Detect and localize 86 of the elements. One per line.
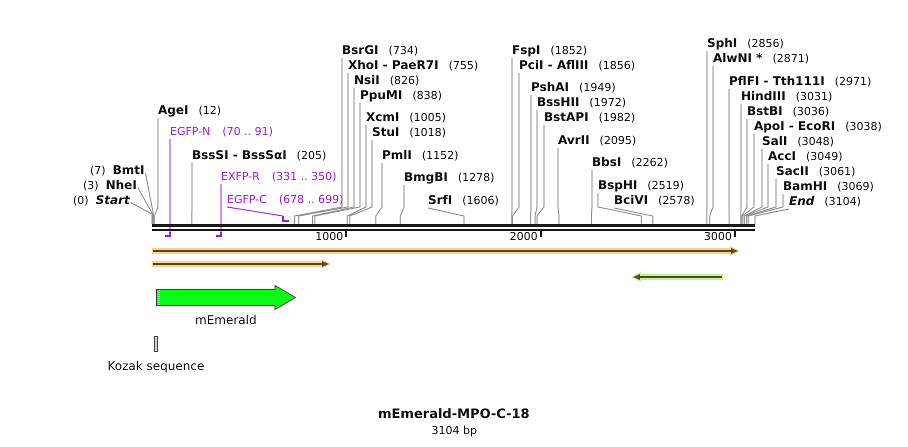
feature-label: Kozak sequence xyxy=(108,359,204,373)
restriction-site-label: XcmI (1005) xyxy=(366,110,446,125)
restriction-site-label: BamHI (3069) xyxy=(783,179,874,194)
restriction-site-label: PciI - AflIII (1856) xyxy=(519,58,635,73)
restriction-site-label: SacII (3061) xyxy=(776,164,856,179)
restriction-site-label: BmgBI (1278) xyxy=(404,170,494,185)
leader-line xyxy=(346,124,366,224)
leader-line xyxy=(558,148,560,224)
leader-line xyxy=(130,202,152,224)
leader-line xyxy=(154,118,158,224)
restriction-site-label: AlwNI * (2871) xyxy=(713,51,810,66)
restriction-site-label: (7) BmtI xyxy=(90,163,144,178)
restriction-site-label: ApoI - EcoRI (3038) xyxy=(754,119,882,134)
leader-line xyxy=(742,134,754,224)
restriction-site-label: NsiI (826) xyxy=(354,73,420,88)
leader-line xyxy=(349,140,372,224)
leader-line xyxy=(744,164,768,224)
restriction-site-label: AgeI (12) xyxy=(158,103,222,118)
leader-line xyxy=(709,66,714,224)
restriction-site-label: BstAPI (1982) xyxy=(544,110,636,125)
restriction-site-label: AvrII (2095) xyxy=(558,133,636,148)
leader-line xyxy=(220,184,222,232)
leader-line xyxy=(530,94,532,224)
leader-line xyxy=(314,102,360,224)
leader-line xyxy=(375,162,382,224)
leader-line xyxy=(312,88,354,224)
sequence-backbone xyxy=(152,224,755,231)
sequence-length: 3104 bp xyxy=(432,424,477,437)
restriction-site-label: BsrGI (734) xyxy=(342,43,418,58)
orf-indicator xyxy=(152,246,740,256)
leader-line xyxy=(614,208,654,224)
leader-line xyxy=(298,72,348,224)
restriction-site-label: BciVI (2578) xyxy=(614,193,695,208)
restriction-site-label: PmlI (1152) xyxy=(382,148,458,163)
leader-line xyxy=(512,72,520,224)
primer-label: EGFP-N (70 .. 91) xyxy=(170,125,273,139)
leader-line xyxy=(740,104,742,224)
leader-line xyxy=(748,194,784,224)
restriction-site-label: BssSI - BssSαI (205) xyxy=(192,148,326,163)
restriction-site-label: BbsI (2262) xyxy=(592,155,668,170)
leader-line xyxy=(144,172,154,224)
restriction-site-label: PflFI - Tth111I (2971) xyxy=(729,74,872,89)
leader-line xyxy=(428,208,464,224)
leader-line xyxy=(590,170,592,224)
primer-mark-icon xyxy=(282,216,289,222)
restriction-site-label: AccI (3049) xyxy=(768,149,843,164)
leader-line xyxy=(226,206,284,216)
primer-mark-icon xyxy=(165,232,171,237)
restriction-site-label: BspHI (2519) xyxy=(598,178,684,193)
restriction-site-label: StuI (1018) xyxy=(372,125,446,140)
leader-line xyxy=(536,124,544,224)
restriction-site-label: SalI (3048) xyxy=(762,134,834,149)
restriction-site-label: FspI (1852) xyxy=(512,43,587,58)
leader-line xyxy=(754,208,790,224)
orf-indicator xyxy=(631,272,723,282)
leader-line xyxy=(728,88,730,224)
restriction-site-label: HindIII (3031) xyxy=(741,89,832,104)
restriction-site-label: BstBI (3036) xyxy=(747,104,830,119)
restriction-site-label: PshAI (1949) xyxy=(531,80,616,95)
feature-label: mEmerald xyxy=(195,313,257,327)
leader-line xyxy=(744,148,762,224)
scale-label: 2000 xyxy=(510,230,538,243)
leader-line xyxy=(191,162,192,224)
primer-label: EGFP-C (678 .. 699) xyxy=(227,193,344,207)
sequence-end-label: (0) Start xyxy=(73,193,130,208)
restriction-site-label: SrfI (1606) xyxy=(428,193,499,208)
leader-line xyxy=(706,50,708,224)
map-title: mEmerald-MPO-C-18 xyxy=(378,407,530,423)
restriction-site-label: XhoI - PaeR7I (755) xyxy=(348,58,478,73)
leader-line xyxy=(511,58,512,224)
restriction-site-label: SphI (2856) xyxy=(707,36,784,51)
restriction-site-label: BssHII (1972) xyxy=(537,95,626,110)
scale-label: 3000 xyxy=(704,230,732,243)
leader-line xyxy=(137,187,154,224)
restriction-site-label: (3) NheI xyxy=(83,178,137,193)
leader-line xyxy=(294,58,342,224)
scale-label: 1000 xyxy=(315,230,344,243)
primer-mark-icon xyxy=(216,232,222,237)
leader-line xyxy=(400,184,404,224)
sequence-end-label: End (3104) xyxy=(789,194,861,209)
leader-line xyxy=(598,192,642,224)
leader-line xyxy=(534,110,538,224)
restriction-site-label: PpuMI (838) xyxy=(360,88,442,103)
orf-indicator xyxy=(152,259,331,269)
primer-label: EXFP-R (331 .. 350) xyxy=(221,170,336,184)
leader-line xyxy=(746,178,776,224)
